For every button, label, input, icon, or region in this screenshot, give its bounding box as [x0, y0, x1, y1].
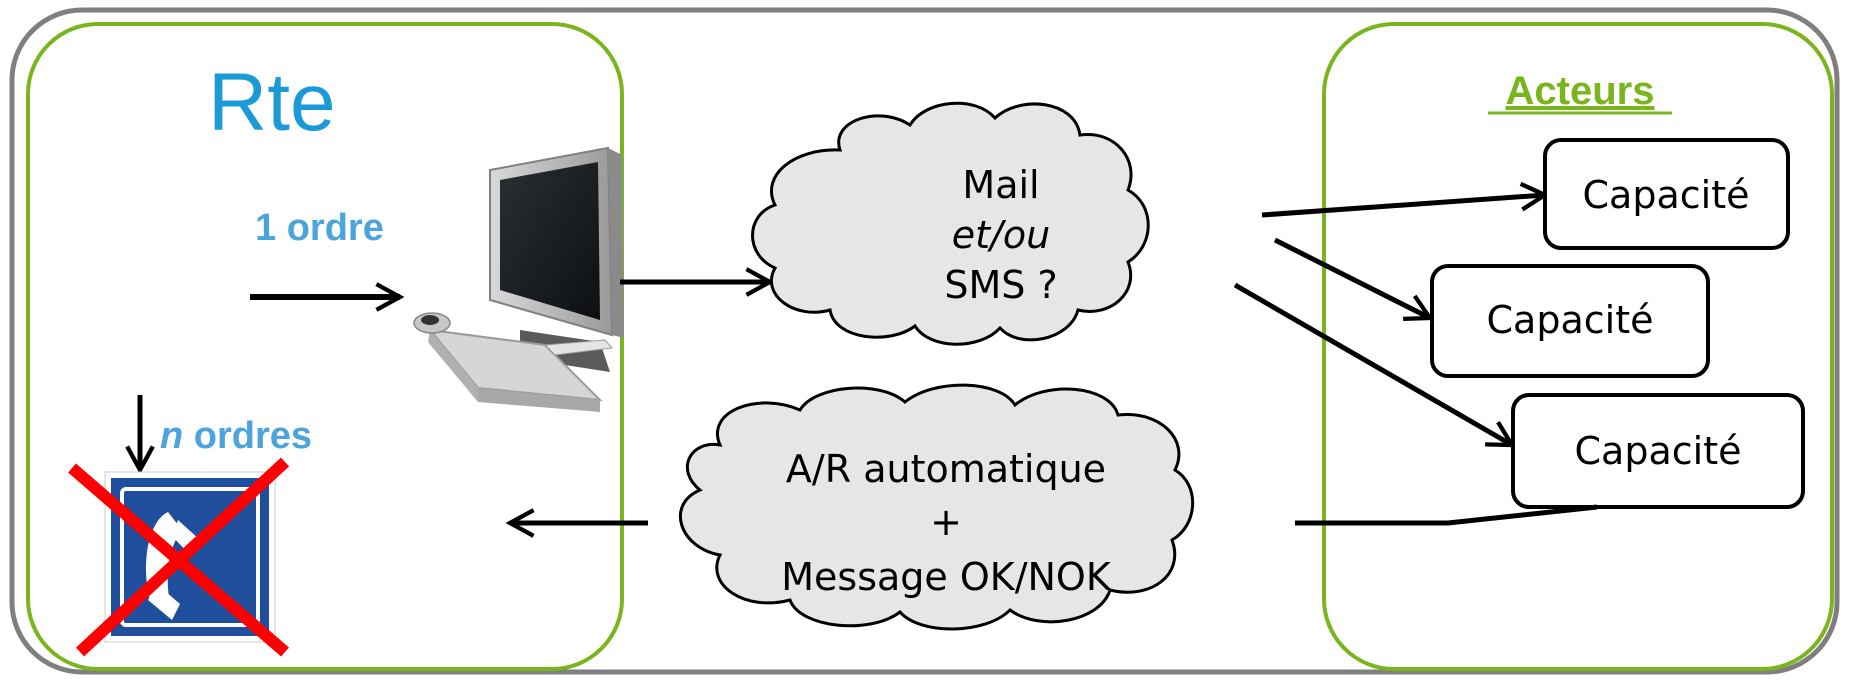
return-line [1295, 504, 1598, 526]
cloud-top-line1: Mail [962, 163, 1039, 207]
capacity-box-1-label: Capacité [1583, 173, 1750, 217]
capacity-box-2-label: Capacité [1487, 298, 1654, 342]
forbidden-cross-icon [68, 457, 290, 657]
cloud-top-line3: SMS ? [944, 263, 1057, 307]
cloud-top-line2: et/ou [952, 213, 1050, 257]
cloud-bottom: A/R automatique + Message OK/NOK [678, 383, 1195, 631]
capacity-box-3: Capacité [1511, 393, 1805, 509]
rte-logo: Rte [208, 57, 336, 148]
one-order-label: 1 ordre [255, 207, 384, 249]
arrow-to-actor-3 [1233, 282, 1512, 445]
cloud-bottom-line3: Message OK/NOK [781, 555, 1112, 599]
cloud-top: Mail et/ou SMS ? [751, 101, 1150, 346]
cloud-bottom-line1: A/R automatique [786, 447, 1106, 491]
cloud-bottom-line2: + [930, 500, 962, 544]
capacity-box-3-label: Capacité [1575, 429, 1742, 473]
n-orders-letter: n [160, 415, 183, 457]
arrow-to-actor-2 [1273, 237, 1430, 318]
capacity-box-1: Capacité [1543, 138, 1790, 250]
n-orders-text: ordres [183, 415, 312, 457]
desktop-computer-icon [413, 146, 624, 412]
n-orders-label: n ordres [160, 415, 312, 457]
actors-title: Acteurs [1506, 69, 1655, 113]
capacity-box-2: Capacité [1430, 264, 1710, 378]
arrow-to-actor-1 [1261, 195, 1545, 218]
